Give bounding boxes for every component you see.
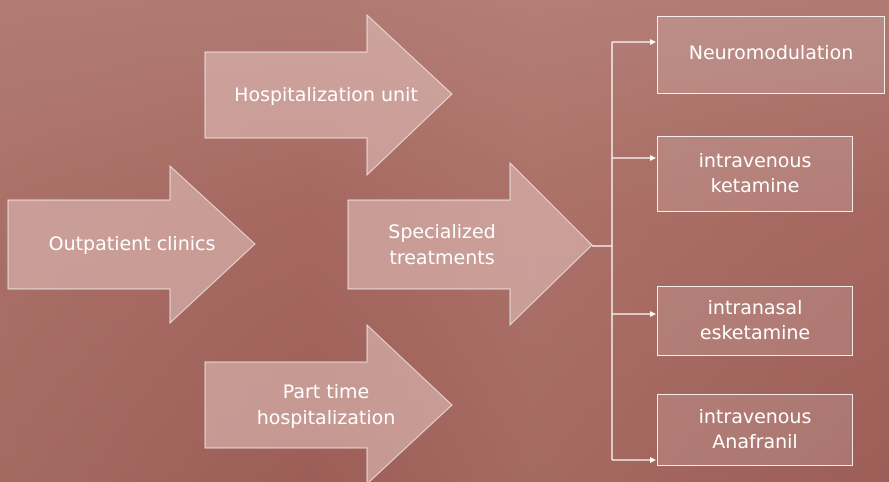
- specialized-arrow: [347, 161, 593, 327]
- parttime-arrow: [204, 323, 453, 482]
- parttime-label: Part time hospitalization: [256, 381, 396, 429]
- hospitalization-label: Hospitalization unit: [234, 84, 418, 106]
- treatment-connector: [592, 41, 650, 461]
- outpatient-label: Outpatient clinics: [48, 233, 216, 255]
- specialized-label: Specialized treatments: [388, 221, 496, 269]
- in-esketamine-box: intranasal esketamine: [657, 286, 853, 356]
- iv-anafranil-box: intravenous Anafranil: [657, 394, 853, 466]
- neuromodulation-box: Neuromodulation: [657, 16, 885, 94]
- outpatient-arrow: [7, 164, 256, 325]
- hospitalization-arrow: [204, 13, 453, 177]
- connector-arrowheads: [650, 39, 656, 463]
- iv-ketamine-box: intravenous ketamine: [657, 136, 853, 212]
